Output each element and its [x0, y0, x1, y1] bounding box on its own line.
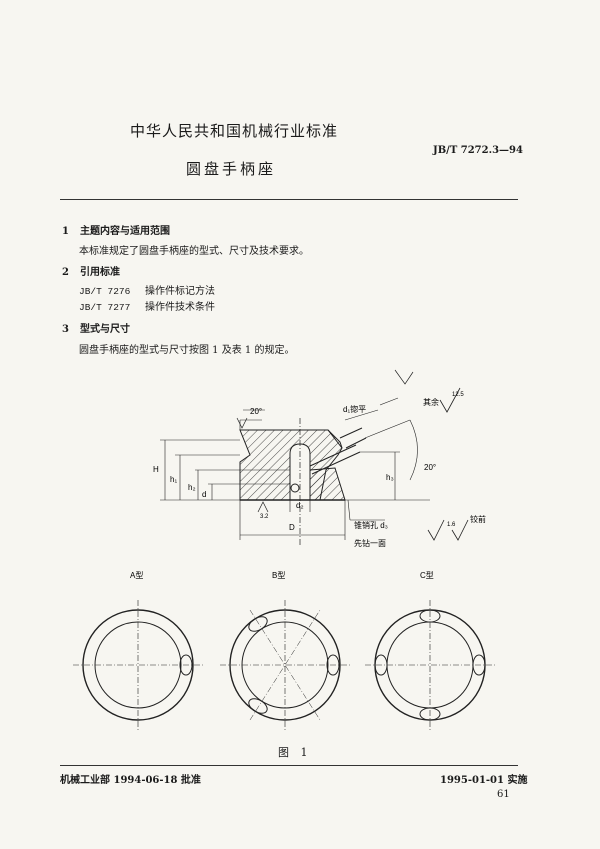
section-number: 1 [62, 226, 69, 237]
dim-H: H [153, 465, 159, 474]
rest-label: 其余 [423, 397, 439, 407]
header-rule [60, 199, 518, 200]
standard-organization: 中华人民共和国机械行业标准 [130, 122, 339, 140]
section-1-body: 本标准规定了圆盘手柄座的型式、尺寸及技术要求。 [79, 246, 309, 257]
dim-d2: d₂ [296, 501, 304, 510]
reference-name: 操作件技术条件 [145, 302, 215, 313]
section-2-heading: 2 引用标准 [62, 263, 120, 278]
dim-h1: h₁ [170, 475, 177, 484]
section-title: 引用标准 [80, 267, 120, 278]
footer-rule [60, 765, 518, 766]
standard-code: JB/T 7272.3—94 [433, 145, 523, 156]
section-1-heading: 1 主题内容与适用范围 [62, 222, 170, 237]
dim-d: d [202, 490, 206, 499]
angle-side-label: 20° [424, 463, 436, 472]
document-title: 圆盘手柄座 [186, 160, 277, 178]
dim-h2: h₂ [188, 483, 196, 492]
reference-name: 操作件标记方法 [145, 286, 215, 297]
section-title: 型式与尺寸 [80, 324, 130, 335]
page-number: 61 [497, 789, 510, 800]
angle-top-label: 20° [250, 407, 262, 416]
type-a-label: A型 [130, 571, 143, 580]
section-view [160, 369, 469, 545]
countersink-label: d₁锪平 [343, 404, 366, 414]
reference-code: JB/T 7277 [79, 302, 131, 313]
type-b-label: B型 [272, 571, 285, 580]
reference-item: JB/T 7277 操作件技术条件 [79, 298, 215, 313]
implementation-date: 1995-01-01 实施 [440, 775, 528, 786]
roughness-value: 3.2 [260, 514, 269, 520]
section-3-heading: 3 型式与尺寸 [62, 320, 130, 335]
reference-item: JB/T 7276 操作件标记方法 [79, 282, 215, 297]
reference-code: JB/T 7276 [79, 286, 131, 297]
roughness-value: 1.6 [447, 522, 456, 528]
roughness-value: 12.5 [452, 392, 464, 398]
pin-hole-label: 锥销孔 d₃ [354, 520, 388, 530]
figure-caption: 图 1 [278, 746, 312, 759]
dim-D: D [289, 523, 295, 532]
section-number: 2 [62, 267, 69, 278]
approval-date: 机械工业部 1994-06-18 批准 [60, 775, 201, 786]
ream-label: 铰前 [470, 514, 486, 524]
section-number: 3 [62, 324, 69, 335]
section-3-body: 圆盘手柄座的型式与尺寸按图 1 及表 1 的规定。 [79, 345, 295, 356]
dim-h3: h₃ [386, 473, 394, 482]
type-b-view [220, 600, 350, 730]
section-title: 主题内容与适用范围 [80, 226, 170, 237]
type-a-view [73, 600, 203, 730]
drill-note: 先钻一面 [354, 538, 386, 548]
type-c-view [365, 600, 495, 730]
type-c-label: C型 [420, 571, 434, 580]
